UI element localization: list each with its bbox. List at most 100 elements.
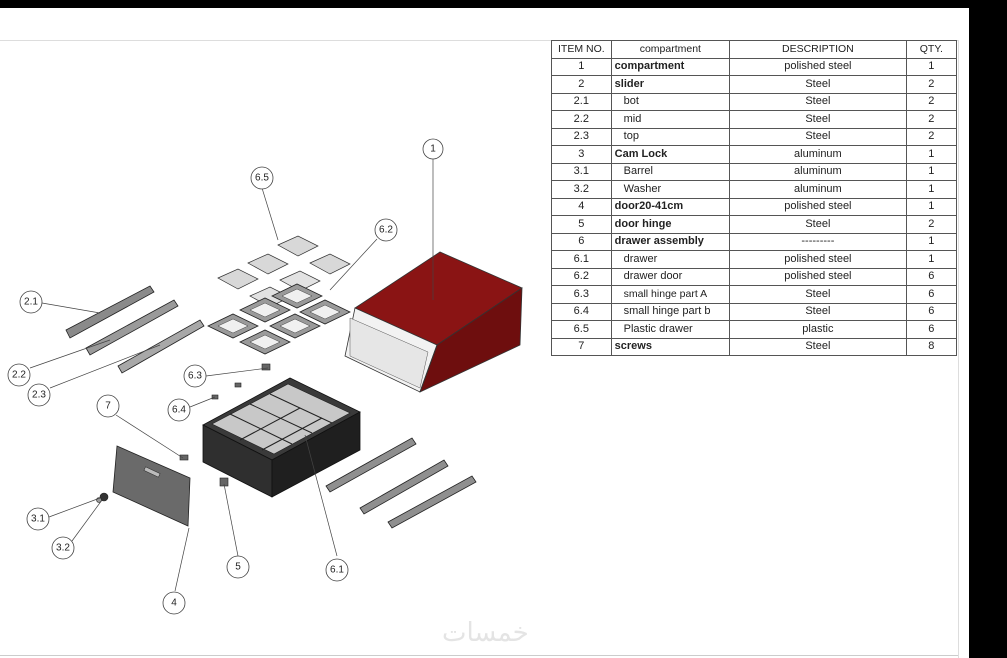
- table-row: 2.2 mid Steel 2: [551, 110, 958, 129]
- callout-balloon-7: [96, 394, 120, 418]
- callout-balloon-6-5: [250, 166, 274, 190]
- callout-balloon-4: [162, 591, 186, 615]
- cell-qty: 1: [905, 250, 958, 269]
- cell-item-no: 6.1: [551, 250, 612, 269]
- door-part: [112, 445, 191, 527]
- cell-component: bot: [610, 92, 731, 111]
- cell-item-no: 6: [551, 232, 612, 251]
- cell-qty: 6: [905, 302, 958, 321]
- cell-item-no: 2.3: [551, 127, 612, 146]
- callout-label-2-1: 2.1: [24, 297, 38, 308]
- cell-description: polished steel: [729, 197, 907, 216]
- callout-label-6-5: 6.5: [255, 173, 269, 184]
- callout-label-6-2: 6.2: [379, 225, 393, 236]
- watermark-logo: خمسات: [442, 618, 529, 648]
- cell-qty: 1: [905, 232, 958, 251]
- header-qty: QTY.: [905, 40, 958, 59]
- cell-item-no: 2.1: [551, 92, 612, 111]
- cell-description: aluminum: [729, 162, 907, 181]
- cell-qty: 1: [905, 197, 958, 216]
- drawing-sheet: [0, 40, 959, 658]
- callout-label-3-2: 3.2: [56, 543, 70, 554]
- cell-component: small hinge part b: [610, 302, 731, 321]
- drawer-door-frames: [207, 283, 351, 355]
- top-black-bar: [0, 0, 1007, 8]
- cell-item-no: 2.2: [551, 110, 612, 129]
- right-black-bar: [969, 0, 1007, 658]
- callout-label-6-4: 6.4: [172, 405, 186, 416]
- cell-component: Cam Lock: [610, 145, 731, 164]
- cell-component: compartment: [610, 57, 731, 76]
- cell-component: Barrel: [610, 162, 731, 181]
- callout-balloon-3-1: [26, 507, 50, 531]
- cell-item-no: 7: [551, 337, 612, 356]
- cell-item-no: 4: [551, 197, 612, 216]
- table-row: 2 slider Steel 2: [551, 75, 958, 94]
- cell-description: aluminum: [729, 180, 907, 199]
- callout-label-5: 5: [235, 562, 241, 573]
- table-row: 4 door20-41cm polished steel 1: [551, 197, 958, 216]
- cell-item-no: 1: [551, 57, 612, 76]
- table-row: 6.4 small hinge part b Steel 6: [551, 302, 958, 321]
- cell-component: door20-41cm: [610, 197, 731, 216]
- cell-component: Washer: [610, 180, 731, 199]
- table-row: 1 compartment polished steel 1: [551, 57, 958, 76]
- cell-item-no: 3: [551, 145, 612, 164]
- callout-label-2-3: 2.3: [32, 390, 46, 401]
- cell-component: drawer door: [610, 267, 731, 286]
- cell-description: ---------: [729, 232, 907, 251]
- table-row: 3 Cam Lock aluminum 1: [551, 145, 958, 164]
- callout-label-7: 7: [105, 401, 111, 412]
- cell-description: Steel: [729, 302, 907, 321]
- cell-description: plastic: [729, 320, 907, 339]
- table-row: 5 door hinge Steel 2: [551, 215, 958, 234]
- cell-item-no: 3.2: [551, 180, 612, 199]
- bom-header-row: ITEM NO. compartment DESCRIPTION QTY.: [551, 40, 958, 59]
- callout-label-6-3: 6.3: [188, 371, 202, 382]
- cell-qty: 2: [905, 110, 958, 129]
- cell-component: door hinge: [610, 215, 731, 234]
- cell-description: polished steel: [729, 57, 907, 76]
- callout-balloon-2-1: [19, 290, 43, 314]
- callout-balloon-6-1: [325, 558, 349, 582]
- cell-qty: 6: [905, 267, 958, 286]
- cell-component: Plastic drawer: [610, 320, 731, 339]
- table-row: 2.1 bot Steel 2: [551, 92, 958, 111]
- compartment-part: [344, 251, 523, 393]
- cell-description: aluminum: [729, 145, 907, 164]
- cell-description: Steel: [729, 215, 907, 234]
- cell-component: small hinge part A: [610, 285, 731, 304]
- cell-component: mid: [610, 110, 731, 129]
- callout-balloon-6-4: [167, 398, 191, 422]
- header-description: DESCRIPTION: [729, 40, 907, 59]
- cell-qty: 6: [905, 320, 958, 339]
- header-component: compartment: [610, 40, 731, 59]
- callout-balloon-6-3: [183, 364, 207, 388]
- callout-balloon-6-2: [374, 218, 398, 242]
- table-row: 6.2 drawer door polished steel 6: [551, 267, 958, 286]
- cell-item-no: 6.3: [551, 285, 612, 304]
- callout-balloon-3-2: [51, 536, 75, 560]
- drawer-rails: [325, 437, 477, 529]
- drawer-part: [202, 377, 361, 498]
- cell-description: Steel: [729, 110, 907, 129]
- cell-qty: 6: [905, 285, 958, 304]
- cell-description: polished steel: [729, 267, 907, 286]
- plastic-drawer-plates: [217, 235, 351, 308]
- cell-component: drawer: [610, 250, 731, 269]
- table-row: 6 drawer assembly --------- 1: [551, 232, 958, 251]
- cell-qty: 2: [905, 127, 958, 146]
- cell-description: Steel: [729, 285, 907, 304]
- cell-component: slider: [610, 75, 731, 94]
- cell-description: Steel: [729, 337, 907, 356]
- cell-qty: 2: [905, 215, 958, 234]
- cell-qty: 1: [905, 180, 958, 199]
- table-row: 3.1 Barrel aluminum 1: [551, 162, 958, 181]
- callout-label-2-2: 2.2: [12, 370, 26, 381]
- callout-balloon-5: [226, 555, 250, 579]
- cell-item-no: 3.1: [551, 162, 612, 181]
- table-row: 2.3 top Steel 2: [551, 127, 958, 146]
- cell-qty: 2: [905, 75, 958, 94]
- cell-component: top: [610, 127, 731, 146]
